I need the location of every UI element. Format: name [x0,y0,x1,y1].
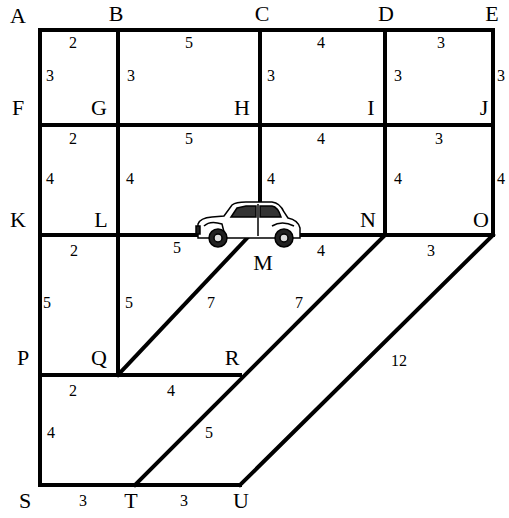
point-label: O [473,209,489,231]
distance-label: 4 [167,383,175,399]
distance-label: 7 [295,295,303,311]
distance-label: 3 [497,68,505,84]
point-label: J [480,97,489,119]
distance-label: 5 [185,35,193,51]
distance-label: 3 [79,493,87,509]
distance-label: 4 [317,131,325,147]
point-label: E [485,3,498,25]
distance-label: 5 [205,425,213,441]
distance-label: 2 [69,35,77,51]
distance-label: 3 [180,493,188,509]
distance-label: 3 [435,131,443,147]
point-label: I [367,97,374,119]
point-label: G [91,97,107,119]
point-label: R [225,347,240,369]
distance-label: 3 [46,68,54,84]
point-label: N [360,209,376,231]
distance-label: 2 [69,383,77,399]
distance-label: 3 [427,243,435,259]
point-label: M [253,252,273,274]
distance-label: 4 [497,171,505,187]
distance-label: 2 [69,131,77,147]
distance-label: 3 [267,68,275,84]
point-label: L [94,209,107,231]
distance-label: 4 [46,171,54,187]
distance-label: 2 [70,243,78,259]
distance-label: 4 [317,35,325,51]
distance-label: 4 [267,171,275,187]
point-label: Q [91,347,107,369]
distance-label: 7 [207,295,215,311]
point-label: B [109,3,124,25]
distance-label: 5 [125,295,133,311]
point-label: S [19,490,31,512]
point-label: U [233,490,249,512]
distance-label: 5 [185,131,193,147]
point-label: K [10,209,26,231]
distance-label: 4 [47,425,55,441]
distance-label: 12 [391,353,407,369]
distance-label: 4 [394,171,402,187]
car-illustration [196,202,300,247]
point-label: P [17,347,29,369]
streets [40,30,493,485]
distance-label: 3 [394,68,402,84]
point-label: C [255,3,270,25]
distance-label: 4 [126,171,134,187]
point-label: A [10,5,26,27]
point-label: H [234,97,250,119]
point-label: T [124,490,137,512]
distance-label: 3 [127,68,135,84]
distance-label: 5 [43,295,51,311]
point-label: F [12,97,24,119]
point-label: D [378,3,394,25]
distance-label: 5 [173,240,181,256]
distance-label: 4 [317,243,325,259]
distance-label: 3 [437,35,445,51]
